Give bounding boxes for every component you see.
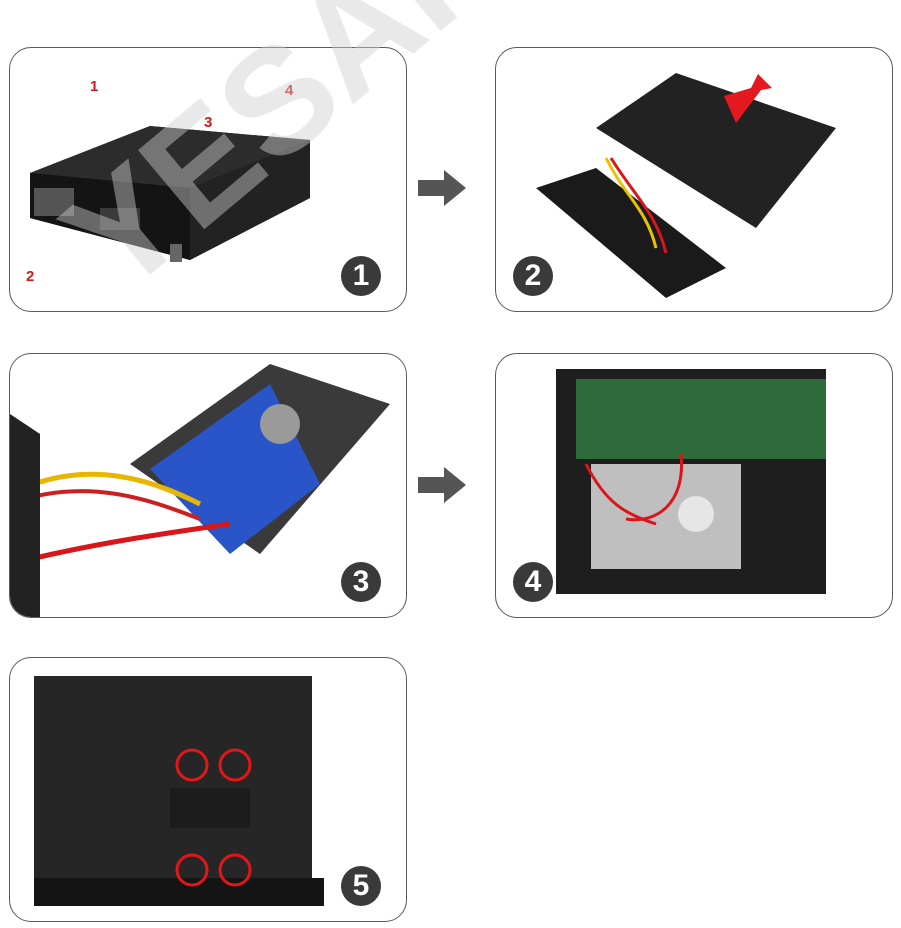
step-1-panel: 1 2 3 4 1 <box>9 47 407 312</box>
step-badge-1: 1 <box>341 256 381 296</box>
callout-1: 1 <box>90 78 99 95</box>
bottom-screws-illustration <box>34 676 324 906</box>
nvr-front-illustration <box>30 126 310 262</box>
step-3-panel: 3 <box>9 353 407 618</box>
cover-removal-illustration <box>536 73 836 298</box>
callout-3: 3 <box>204 114 213 131</box>
step-badge-5: 5 <box>341 866 381 906</box>
arrow-right-icon <box>418 170 466 206</box>
step-badge-2: 2 <box>513 256 553 296</box>
arrow-right-icon <box>418 467 466 503</box>
step-2-panel: 2 <box>495 47 893 312</box>
installed-hdd-illustration <box>556 369 826 594</box>
hdd-cable-illustration <box>10 364 390 617</box>
step-5-panel: 5 <box>9 657 407 922</box>
step-4-panel: 4 <box>495 353 893 618</box>
step-badge-4: 4 <box>513 562 553 602</box>
callout-4: 4 <box>285 82 294 99</box>
step-badge-3: 3 <box>341 562 381 602</box>
callout-2: 2 <box>26 268 35 285</box>
